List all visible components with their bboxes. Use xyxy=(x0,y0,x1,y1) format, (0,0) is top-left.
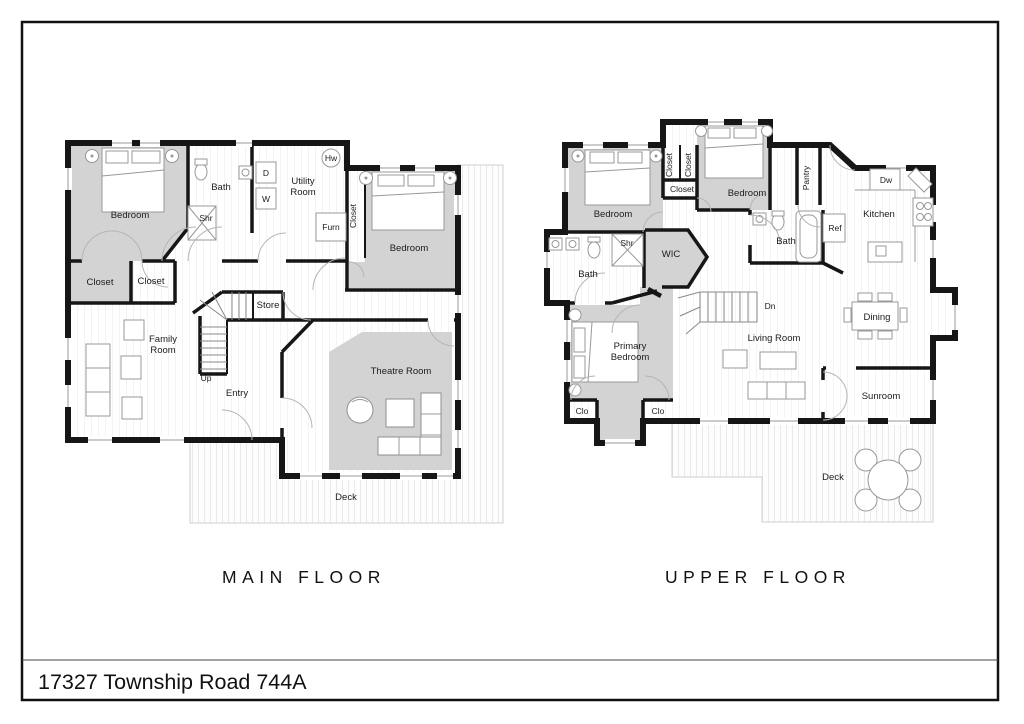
closet-clo1-label: Clo xyxy=(576,406,589,416)
room-label-store: Store xyxy=(257,300,280,311)
upper-bump-out xyxy=(597,400,643,441)
room-label-bedroom: Bedroom xyxy=(111,210,150,221)
room-label-closet-a: Closet xyxy=(87,277,114,288)
main-floor-plan: Bedroom Bath Shr Utility Room Hw D W Fur… xyxy=(64,139,504,524)
main-floor-labels: Bedroom Bath Shr Utility Room Hw D W Fur… xyxy=(87,153,432,503)
room-label-living: Living Room xyxy=(748,333,801,344)
sheet-border xyxy=(20,20,1000,702)
stairs-dn-label: Dn xyxy=(765,301,776,311)
main-closet1-room xyxy=(68,261,131,303)
room-label-pantry: Pantry xyxy=(801,165,811,190)
room-label-bath: Bath xyxy=(211,182,231,193)
main-furniture xyxy=(85,147,457,456)
closet-clo2-label: Clo xyxy=(652,406,665,416)
stair-rail-stub xyxy=(646,287,663,298)
upper-floor-title: UPPER FLOOR xyxy=(665,567,851,587)
upper-deck-label: Deck xyxy=(822,472,844,483)
upper-wic-room xyxy=(645,230,707,287)
stairs-up-label: Up xyxy=(201,373,212,383)
room-label-closet-v2: Closet xyxy=(683,152,693,177)
room-label-shower: Shr xyxy=(199,213,212,223)
fridge-label: Ref xyxy=(828,223,842,233)
washer-label: W xyxy=(262,194,270,204)
main-deck-label: Deck xyxy=(335,492,357,503)
room-label-family-1: Family xyxy=(149,334,177,345)
main-floor-title: MAIN FLOOR xyxy=(222,567,386,587)
property-address: 17327 Township Road 744A xyxy=(38,670,307,694)
furnace-label: Furn xyxy=(322,222,340,232)
room-label-bedroom2: Bedroom xyxy=(390,243,429,254)
hw-tank-label: Hw xyxy=(325,153,338,163)
room-label-bedroom2: Bedroom xyxy=(728,188,767,199)
room-label-theatre: Theatre Room xyxy=(371,366,432,377)
room-label-kitchen: Kitchen xyxy=(863,209,895,220)
upper-furniture xyxy=(548,125,934,400)
room-label-bath-left: Bath xyxy=(578,269,598,280)
room-label-primary-2: Bedroom xyxy=(611,352,650,363)
room-label-bath-mid: Bath xyxy=(776,236,796,247)
room-label-wic: WIC xyxy=(662,249,681,260)
room-label-closet-side: Closet xyxy=(348,203,358,228)
upper-door-arcs xyxy=(570,144,856,421)
room-label-closet-b: Closet xyxy=(138,276,165,287)
room-label-primary-1: Primary xyxy=(614,341,647,352)
main-stairs-up xyxy=(199,291,247,370)
room-label-shr: Shr xyxy=(620,238,633,248)
room-label-entry: Entry xyxy=(226,388,248,399)
room-label-utility-1: Utility xyxy=(291,176,314,187)
room-label-closet-v1: Closet xyxy=(664,152,674,177)
main-door-arcs xyxy=(81,226,455,441)
upper-floor-plan: Bedroom Closet Closet Closet Bedroom Pan… xyxy=(543,118,959,523)
upper-stairs-down xyxy=(677,291,758,335)
dishwasher-label: Dw xyxy=(880,175,893,185)
main-windows xyxy=(64,139,462,480)
room-label-bedroom1: Bedroom xyxy=(594,209,633,220)
dryer-label: D xyxy=(263,168,269,178)
room-label-closet-h: Closet xyxy=(670,184,695,194)
room-label-family-2: Room xyxy=(150,345,175,356)
room-label-dining: Dining xyxy=(864,312,891,323)
upper-floor-labels: Bedroom Closet Closet Closet Bedroom Pan… xyxy=(576,152,901,483)
room-label-utility-2: Room xyxy=(290,187,315,198)
room-label-sunroom: Sunroom xyxy=(862,391,901,402)
upper-deck-table xyxy=(854,448,922,512)
